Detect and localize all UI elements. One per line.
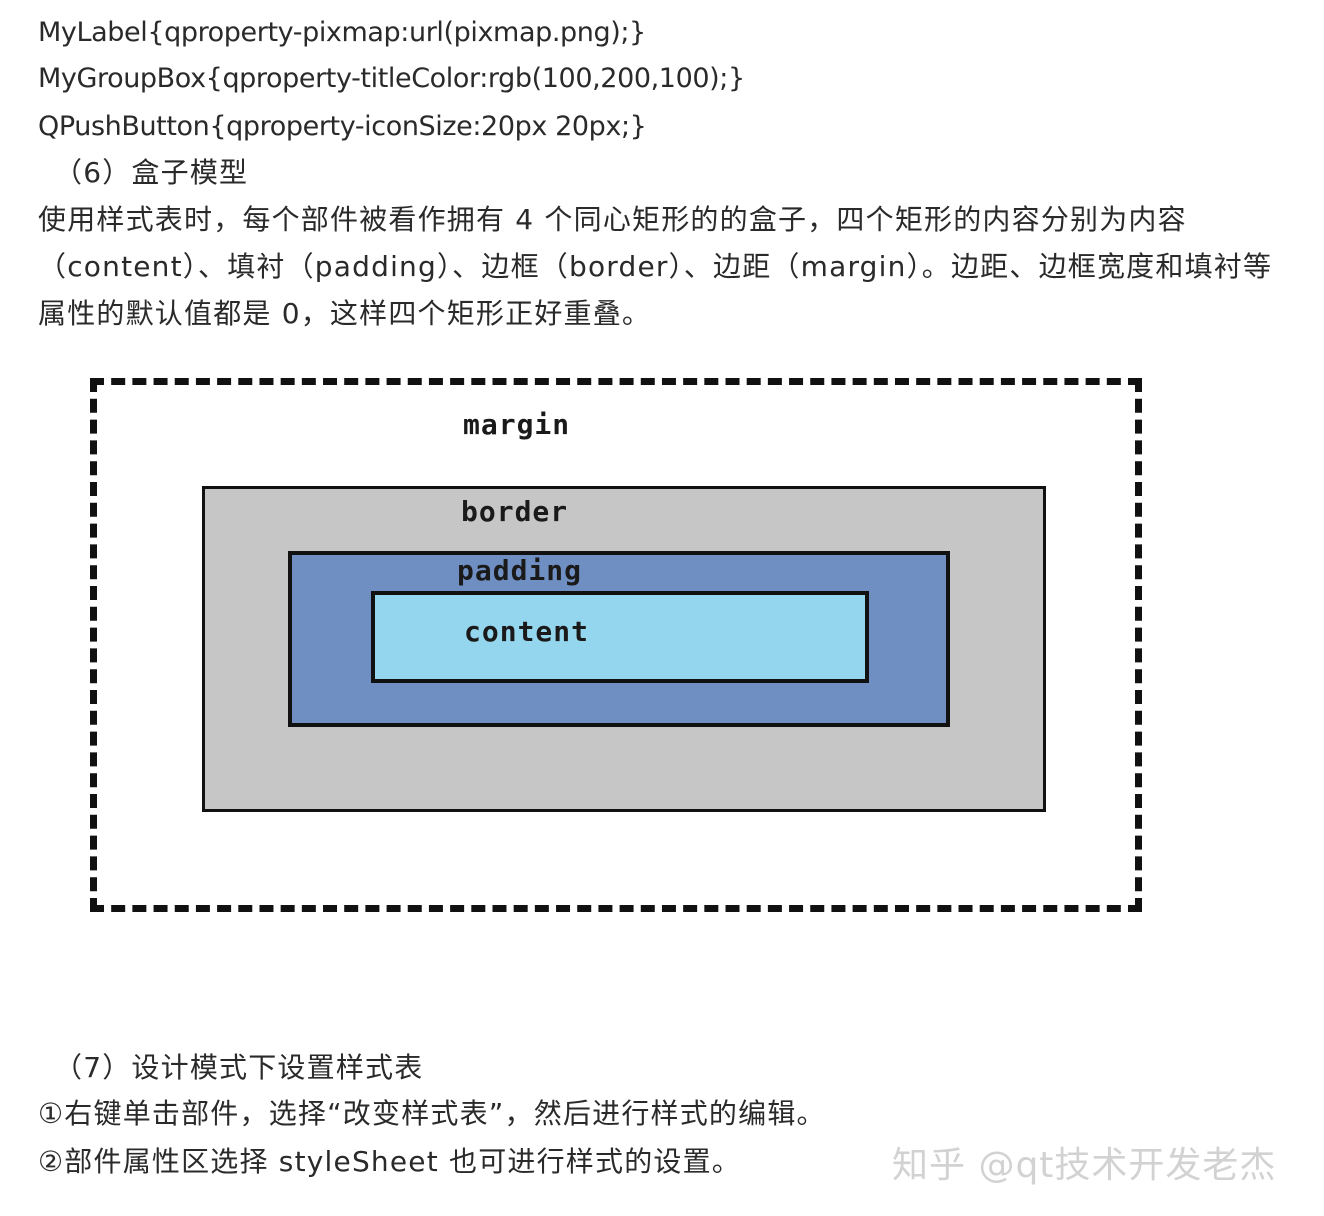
- section7-heading: （7）设计模式下设置样式表: [54, 1051, 424, 1084]
- padding-label: padding: [457, 554, 583, 587]
- zhihu-watermark: 知乎 @qt技术开发老杰: [892, 1145, 1277, 1186]
- section6-paragraph-line-2: （content）、填衬（padding）、边框（border）、边距（marg…: [38, 250, 1273, 283]
- border-label: border: [461, 495, 569, 528]
- section6-paragraph-line-3: 属性的默认值都是 0，这样四个矩形正好重叠。: [38, 297, 652, 330]
- code-line-pixmap: MyLabel{qproperty-pixmap:url(pixmap.png)…: [38, 17, 646, 48]
- margin-label: margin: [463, 408, 571, 441]
- content-label: content: [464, 615, 590, 648]
- code-line-titlecolor: MyGroupBox{qproperty-titleColor:rgb(100,…: [38, 63, 745, 94]
- section6-paragraph-line-1: 使用样式表时，每个部件被看作拥有 4 个同心矩形的的盒子，四个矩形的内容分别为内…: [38, 203, 1187, 236]
- section6-heading: （6）盒子模型: [54, 156, 249, 189]
- section7-item-2: ②部件属性区选择 styleSheet 也可进行样式的设置。: [38, 1145, 741, 1178]
- code-line-iconsize: QPushButton{qproperty-iconSize:20px 20px…: [38, 111, 647, 142]
- content-box: [371, 591, 869, 683]
- section7-item-1: ①右键单击部件，选择“改变样式表”，然后进行样式的编辑。: [38, 1097, 826, 1130]
